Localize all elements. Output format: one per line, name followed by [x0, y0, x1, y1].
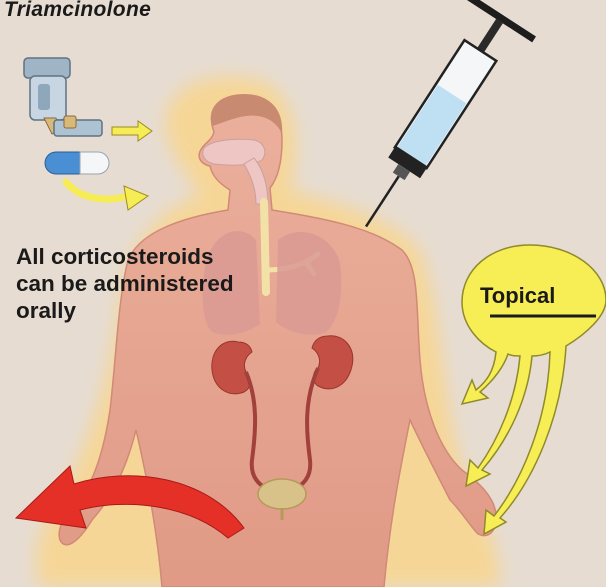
inhaler-icon — [24, 58, 102, 136]
topical-label: Topical — [480, 283, 555, 309]
drug-title: Triamcinolone — [4, 0, 151, 22]
oral-administration-note: All corticosteroids can be administered … — [16, 243, 356, 324]
capsule-arrow-icon — [66, 182, 128, 199]
inhaler-arrow-icon — [112, 121, 152, 141]
bladder — [258, 479, 306, 509]
capsule-icon — [45, 152, 109, 174]
syringe-icon — [333, 0, 536, 248]
capsule-arrow-head — [124, 186, 148, 210]
